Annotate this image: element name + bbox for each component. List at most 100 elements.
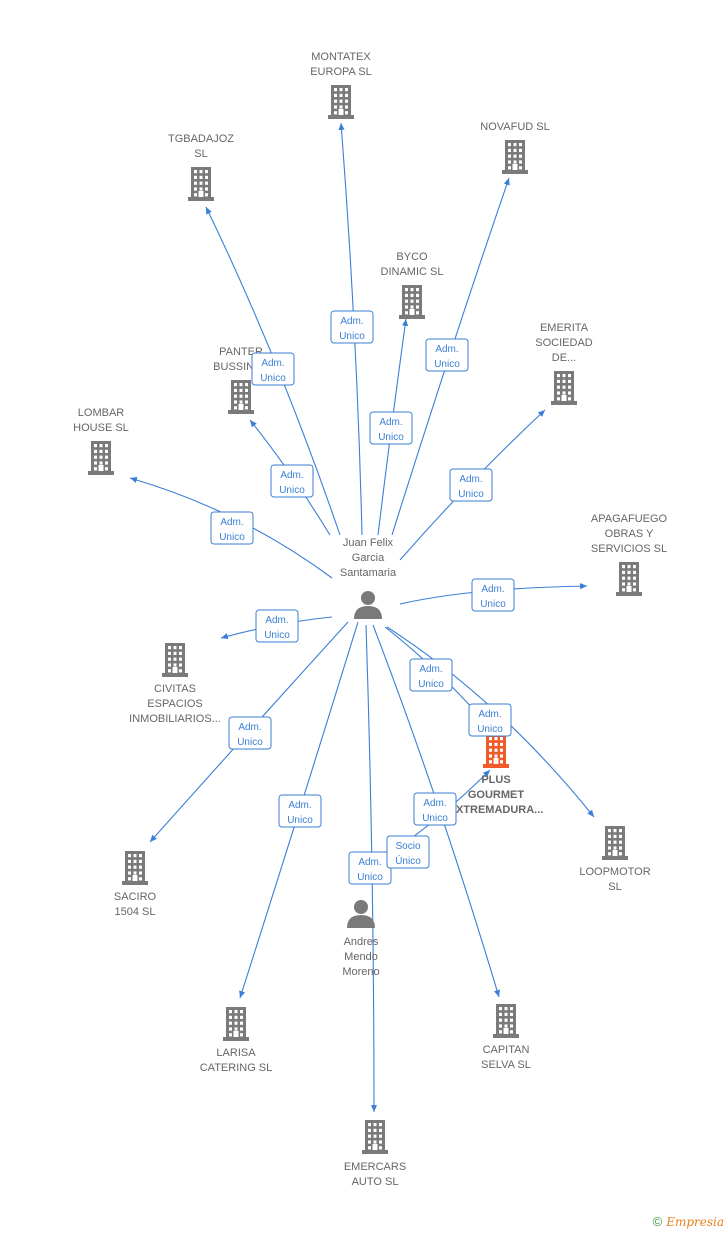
edge-label-text: Unico bbox=[237, 737, 263, 748]
edge-label-juan-apagafuego: Adm. Unico bbox=[471, 578, 515, 612]
edge-label-text: Unico bbox=[477, 724, 503, 735]
person-icon bbox=[354, 591, 382, 619]
edge-label-juan-loopmotor: Adm. Unico bbox=[468, 703, 512, 737]
edge-label-text: Adm. bbox=[423, 798, 446, 809]
node-novafud[interactable]: NOVAFUD SL bbox=[480, 121, 550, 174]
edge-label-box bbox=[413, 792, 457, 826]
edge-label-juan-emercars: Adm.Unico bbox=[348, 851, 392, 885]
node-label: Juan Felix bbox=[343, 537, 394, 549]
node-label: SERVICIOS SL bbox=[591, 543, 667, 555]
node-label: Mendo bbox=[344, 951, 378, 963]
edge-label-text: Unico bbox=[219, 532, 245, 543]
building-icon bbox=[228, 380, 254, 414]
node-label: EMERITA bbox=[540, 322, 589, 334]
edge-label-box bbox=[468, 703, 512, 737]
edge-label-text: Unico bbox=[287, 815, 313, 826]
edge-label-box bbox=[449, 468, 493, 502]
node-label: PLUS bbox=[481, 774, 510, 786]
building-icon bbox=[602, 826, 628, 860]
building-icon bbox=[502, 140, 528, 174]
building-icon bbox=[616, 562, 642, 596]
node-label: OBRAS Y bbox=[605, 528, 654, 540]
edge-label-text: Adm. bbox=[340, 316, 363, 327]
brand-logo: Empresia bbox=[666, 1215, 724, 1229]
copyright-icon: © bbox=[652, 1214, 663, 1229]
node-emerita[interactable]: EMERITA SOCIEDAD DE... bbox=[535, 322, 593, 405]
node-plus[interactable]: PLUS GOURMET EXTREMADURA... bbox=[449, 734, 544, 816]
edge-label-text: Único bbox=[395, 854, 421, 867]
node-label: Moreno bbox=[342, 966, 379, 978]
edge-label-juan-montatex: Adm.Unico bbox=[330, 310, 374, 344]
node-label: TGBADAJOZ bbox=[168, 133, 234, 145]
edge-label-juan-byco: Adm. Unico bbox=[369, 411, 413, 445]
node-label: HOUSE SL bbox=[73, 422, 129, 434]
node-label: GOURMET bbox=[468, 789, 525, 801]
node-label: SOCIEDAD bbox=[535, 337, 593, 349]
node-label: NOVAFUD SL bbox=[480, 121, 549, 133]
edge-label-text: Adm. bbox=[481, 584, 504, 595]
node-label: SACIRO bbox=[114, 891, 157, 903]
edge-label-text: Unico bbox=[458, 489, 484, 500]
edge-label-box bbox=[369, 411, 413, 445]
edge-label-text: Adm. bbox=[435, 344, 458, 355]
node-label: INMOBILIARIOS... bbox=[129, 713, 221, 725]
node-label: ESPACIOS bbox=[147, 698, 202, 710]
building-icon bbox=[328, 85, 354, 119]
edge-label-text: Adm. bbox=[238, 722, 261, 733]
building-icon bbox=[88, 441, 114, 475]
building-icon bbox=[493, 1004, 519, 1038]
edge-label-text: Adm. bbox=[265, 615, 288, 626]
edge-label-text: Adm. bbox=[478, 709, 501, 720]
node-label: CAPITAN bbox=[483, 1044, 530, 1056]
node-label: LOMBAR bbox=[78, 407, 125, 419]
building-icon bbox=[188, 167, 214, 201]
building-icon bbox=[483, 734, 509, 768]
node-civitas[interactable]: CIVITASESPACIOSINMOBILIARIOS... bbox=[129, 643, 221, 725]
edge-label-text: Unico bbox=[279, 485, 305, 496]
node-byco[interactable]: BYCO DINAMIC SL bbox=[381, 251, 444, 319]
edge-label-box bbox=[278, 794, 322, 828]
node-label: Garcia bbox=[352, 552, 385, 564]
node-label: DINAMIC SL bbox=[381, 266, 444, 278]
node-saciro[interactable]: SACIRO 1504 SL bbox=[114, 851, 157, 918]
node-label: DE... bbox=[552, 352, 576, 364]
edge-label-text: Unico bbox=[378, 432, 404, 443]
edge-label-box bbox=[330, 310, 374, 344]
edge-label-text: Unico bbox=[422, 813, 448, 824]
edge-label-juan-capitan: Adm. Unico bbox=[413, 792, 457, 826]
node-label: LOOPMOTOR bbox=[579, 866, 650, 878]
edge-label-box bbox=[228, 716, 272, 750]
node-lombar[interactable]: LOMBAR HOUSE SL bbox=[73, 407, 129, 475]
node-label: BYCO bbox=[396, 251, 428, 263]
edge-label-box bbox=[255, 609, 299, 643]
building-icon bbox=[223, 1007, 249, 1041]
node-label: Andres bbox=[344, 936, 379, 948]
edge-label-text: Unico bbox=[434, 359, 460, 370]
node-label: 1504 SL bbox=[115, 906, 156, 918]
edge-label-text: Unico bbox=[480, 599, 506, 610]
edge-label-text: Adm. bbox=[419, 664, 442, 675]
edge-label-text: Adm. bbox=[358, 857, 381, 868]
building-icon bbox=[551, 371, 577, 405]
node-label: EXTREMADURA... bbox=[449, 804, 544, 816]
building-icon bbox=[122, 851, 148, 885]
edge-label-box bbox=[210, 511, 254, 545]
edge-label-text: Adm. bbox=[379, 417, 402, 428]
edge-label-box bbox=[409, 658, 453, 692]
edge-label-text: Adm. bbox=[459, 474, 482, 485]
edge-label-text: Socio bbox=[395, 841, 420, 852]
edge-label-juan-saciro: Adm. Unico bbox=[228, 716, 272, 750]
node-label: MONTATEX bbox=[311, 51, 371, 63]
